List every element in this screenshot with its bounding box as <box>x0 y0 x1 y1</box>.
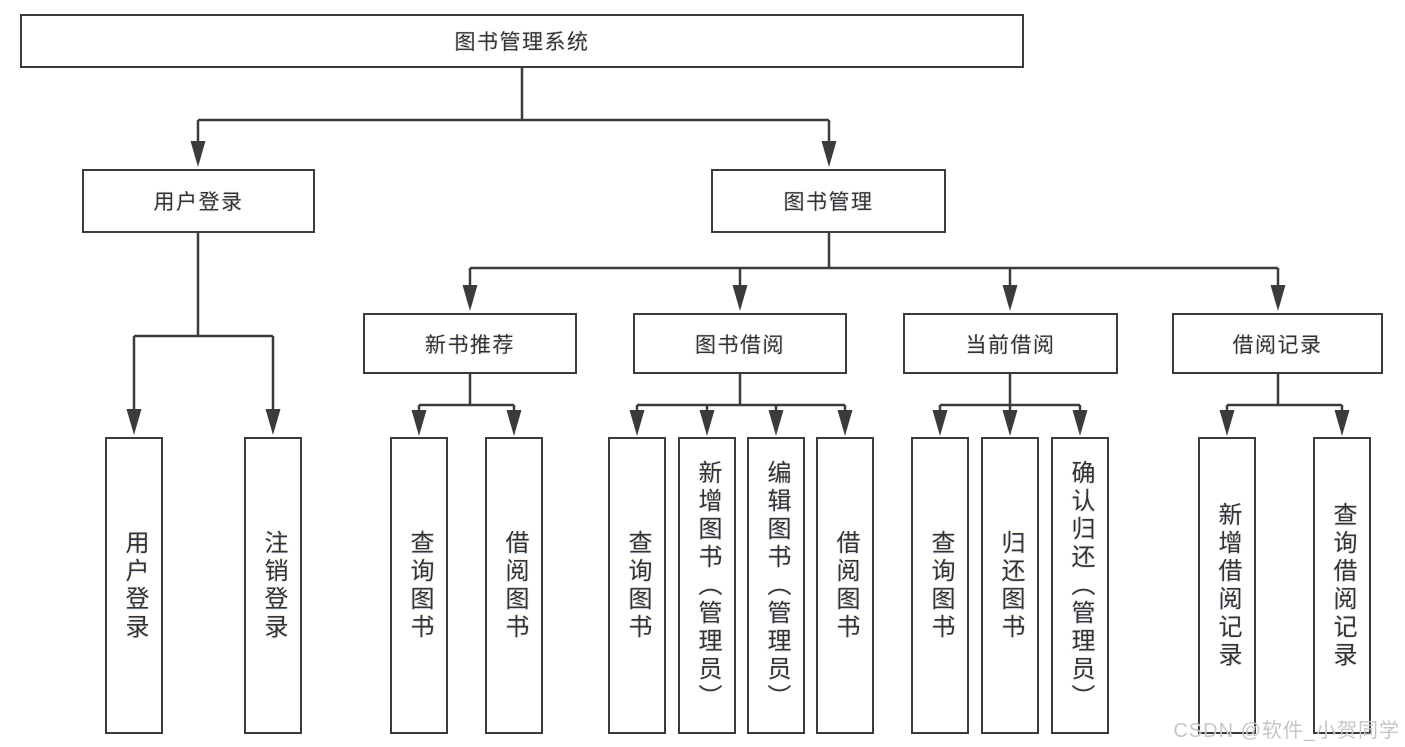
leaf-logout: 注销登录 <box>244 437 302 734</box>
leaf-return-book: 归还图书 <box>981 437 1039 734</box>
arrowhead-icon <box>190 141 206 167</box>
node-new-book-recommend: 新书推荐 <box>363 313 577 374</box>
arrowhead-icon <box>462 285 478 311</box>
leaf-query-books-1: 查询图书 <box>390 437 448 734</box>
leaf-label: 新增图书（管理员） <box>694 459 721 712</box>
arrowhead-icon <box>1002 410 1018 436</box>
node-label: 用户登录 <box>153 191 244 214</box>
node-book-borrowing: 图书借阅 <box>633 313 847 374</box>
arrowhead-icon <box>506 410 522 436</box>
leaf-edit-book-admin: 编辑图书（管理员） <box>747 437 805 734</box>
arrowhead-icon <box>265 409 281 435</box>
leaf-label: 借阅图书 <box>832 529 859 642</box>
leaf-label: 归还图书 <box>997 529 1024 642</box>
node-label: 图书借阅 <box>695 333 785 357</box>
node-library-management-system: 图书管理系统 <box>20 14 1024 68</box>
leaf-label: 新增借阅记录 <box>1214 501 1241 670</box>
node-label: 图书管理 <box>783 191 874 214</box>
leaf-add-borrow-record: 新增借阅记录 <box>1198 437 1256 734</box>
arrowhead-icon <box>699 410 715 436</box>
arrowhead-icon <box>821 141 837 167</box>
leaf-label: 查询图书 <box>406 529 433 642</box>
leaf-label: 查询图书 <box>927 529 954 642</box>
leaf-query-books-2: 查询图书 <box>608 437 666 734</box>
leaf-label: 查询借阅记录 <box>1329 501 1356 670</box>
leaf-query-borrow-record: 查询借阅记录 <box>1313 437 1371 734</box>
node-label: 当前借阅 <box>965 333 1056 357</box>
arrowhead-icon <box>1002 285 1018 311</box>
leaf-confirm-return-admin: 确认归还（管理员） <box>1051 437 1109 734</box>
arrowhead-icon <box>126 409 142 435</box>
csdn-watermark: CSDN @软件_小贺同学 <box>1173 720 1400 742</box>
node-label: 图书管理系统 <box>454 31 590 54</box>
leaf-query-books-3: 查询图书 <box>911 437 969 734</box>
leaf-label: 编辑图书（管理员） <box>763 459 790 712</box>
leaf-label: 确认归还（管理员） <box>1067 459 1094 712</box>
leaf-label: 借阅图书 <box>501 529 528 642</box>
arrowhead-icon <box>411 410 427 436</box>
leaf-label: 注销登录 <box>260 529 287 642</box>
arrowhead-icon <box>1270 285 1286 311</box>
node-user-login: 用户登录 <box>82 169 315 233</box>
leaf-borrow-books-2: 借阅图书 <box>816 437 874 734</box>
arrowhead-icon <box>932 410 948 436</box>
node-label: 新书推荐 <box>425 333 515 357</box>
arrowhead-icon <box>1334 410 1350 436</box>
node-borrowing-records: 借阅记录 <box>1172 313 1383 374</box>
node-book-management: 图书管理 <box>711 169 946 233</box>
arrowhead-icon <box>1219 410 1235 436</box>
arrowhead-icon <box>768 410 784 436</box>
leaf-user-login: 用户登录 <box>105 437 163 734</box>
arrowhead-icon <box>732 285 748 311</box>
leaf-label: 查询图书 <box>624 529 651 642</box>
node-current-borrowing: 当前借阅 <box>903 313 1118 374</box>
arrowhead-icon <box>837 410 853 436</box>
arrowhead-icon <box>629 410 645 436</box>
arrowhead-icon <box>1072 410 1088 436</box>
leaf-add-book-admin: 新增图书（管理员） <box>678 437 736 734</box>
node-label: 借阅记录 <box>1232 333 1323 357</box>
leaf-label: 用户登录 <box>121 529 148 642</box>
leaf-borrow-books-1: 借阅图书 <box>485 437 543 734</box>
